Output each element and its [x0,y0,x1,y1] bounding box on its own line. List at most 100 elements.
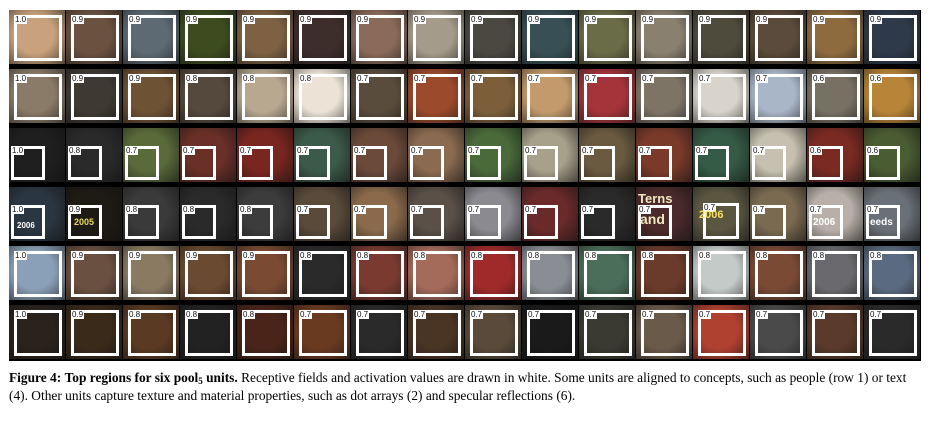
patch-r1-c2: 0.9 [66,10,122,64]
receptive-field-box [467,205,501,239]
patch-image [522,187,578,241]
receptive-field-box [185,310,233,356]
patch-r2-c9: 0.7 [465,69,521,123]
activation-value: 1.0 [14,251,28,260]
patch-r3-c16: 0.6 [864,128,920,182]
activation-value: 0.7 [356,310,370,319]
patch-r2-c4: 0.8 [180,69,236,123]
activation-value: 0.9 [242,251,256,260]
activation-value: 0.7 [698,74,712,83]
patch-r6-c6: 0.7 [294,305,350,359]
activation-value: 0.8 [755,251,769,260]
receptive-field-box [353,146,387,180]
patch-r4-c14: 0.7 [750,187,806,241]
receptive-field-box [527,310,575,356]
receptive-field-box [128,251,176,297]
patch-image [750,128,806,182]
activation-value: 0.7 [809,205,823,214]
patch-r1-c1: 1.0 [9,10,65,64]
patch-r6-c15: 0.7 [807,305,863,359]
receptive-field-box [353,205,387,239]
receptive-field-box [71,74,119,120]
patch-image [66,187,122,241]
patch-text: 2005 [74,217,95,227]
activation-value: 0.7 [752,205,766,214]
receptive-field-box [527,74,575,120]
receptive-field-box [698,15,746,61]
receptive-field-box [14,15,62,61]
receptive-field-box [470,74,518,120]
patch-r3-c9: 0.7 [465,128,521,182]
receptive-field-box [296,146,330,180]
patch-r5-c11: 0.8 [579,246,635,300]
patch-image [522,128,578,182]
receptive-field-box [809,205,843,239]
patch-r5-c7: 0.8 [351,246,407,300]
activation-value: 0.7 [353,205,367,214]
activation-value: 0.7 [239,146,253,155]
activation-value: 0.7 [296,146,310,155]
patch-text: and [640,211,665,227]
activation-value: 0.9 [71,15,85,24]
patch-r3-c5: 0.7 [237,128,293,182]
patch-r2-c2: 0.9 [66,69,122,123]
receptive-field-box [524,146,558,180]
receptive-field-box [356,251,404,297]
receptive-field-box [299,251,347,297]
figure-caption: Figure 4: Top regions for six pool5 unit… [9,369,924,405]
activation-value: 0.7 [413,74,427,83]
receptive-field-box [11,205,45,239]
activation-value: 0.8 [239,205,253,214]
patch-r4-c9: 0.7 [465,187,521,241]
activation-value: 0.8 [242,310,256,319]
caption-body: Receptive fields and activation values a… [9,370,907,403]
patch-r6-c9: 0.7 [465,305,521,359]
receptive-field-box [413,15,461,61]
patch-r3-c4: 0.7 [180,128,236,182]
activation-value: 0.6 [866,146,880,155]
figure-label: Figure 4: [9,370,62,385]
activation-value: 0.9 [128,251,142,260]
activation-value: 0.7 [413,310,427,319]
patch-r3-c2: 0.8 [66,128,122,182]
activation-value: 0.9 [299,15,313,24]
patch-image [750,187,806,241]
patch-r6-c14: 0.7 [750,305,806,359]
patch-text: eeds [870,217,893,228]
patch-r3-c3: 0.7 [123,128,179,182]
receptive-field-box [527,251,575,297]
patch-image [237,187,293,241]
patch-r5-c8: 0.8 [408,246,464,300]
figure-title: Top regions for six pool5 units. [65,370,238,386]
patch-r1-c11: 0.9 [579,10,635,64]
activation-value: 0.7 [695,146,709,155]
patch-image [807,187,863,241]
receptive-field-box [581,146,615,180]
activation-value: 0.7 [467,205,481,214]
patch-r5-c6: 0.8 [294,246,350,300]
receptive-field-box [68,146,102,180]
receptive-field-box [755,15,803,61]
patch-r5-c2: 0.9 [66,246,122,300]
activation-value: 1.0 [11,146,25,155]
patch-r5-c16: 0.8 [864,246,920,300]
receptive-field-box [182,205,216,239]
patch-r4-c4: 0.8 [180,187,236,241]
patch-r3-c1: 1.0 [9,128,65,182]
patch-image [237,128,293,182]
patch-r4-c11: 0.7 [579,187,635,241]
activation-value: 0.9 [527,15,541,24]
receptive-field-box [755,74,803,120]
receptive-field-box [812,15,860,61]
receptive-field-box [14,251,62,297]
patch-r1-c13: 0.9 [693,10,749,64]
receptive-field-box [299,15,347,61]
activation-value: 0.7 [410,146,424,155]
receptive-field-box [242,310,290,356]
receptive-field-box [695,146,729,180]
